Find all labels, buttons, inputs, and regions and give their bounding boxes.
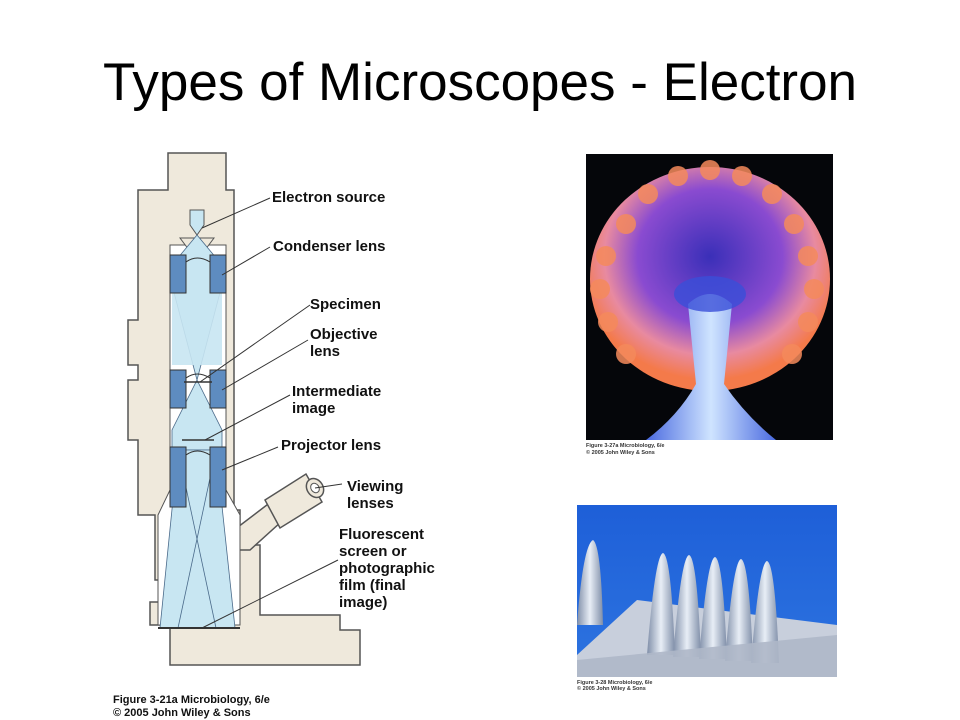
diagram-caption-line1: Figure 3-21a Microbiology, 6/e: [113, 694, 270, 706]
objective-lens-shape: [169, 369, 227, 409]
photo-bottom-caption-line1: Figure 3-28 Microbiology, 6/e: [577, 680, 653, 686]
label-intermediate-image: Intermediate image: [292, 383, 382, 417]
photo-bottom-caption-line2: © 2005 John Wiley & Sons: [577, 686, 646, 692]
sem-photo-fungus: [586, 154, 833, 440]
photo-top-caption-line1: Figure 3-27a Microbiology, 6/e: [586, 443, 665, 449]
label-condenser-lens: Condenser lens: [273, 238, 386, 255]
diagram-caption-line2: © 2005 John Wiley & Sons: [113, 707, 251, 719]
label-specimen: Specimen: [310, 296, 381, 313]
page-title: Types of Microscopes - Electron: [102, 53, 858, 112]
electron-microscope-diagram: [127, 152, 361, 666]
label-projector-lens: Projector lens: [281, 437, 382, 454]
label-viewing-lenses: Viewing lenses: [347, 478, 404, 512]
condenser-lens-shape: [169, 254, 227, 294]
projector-lens-shape: [169, 446, 227, 508]
sem-photo-wave-surface: [577, 505, 837, 677]
label-fluorescent-screen: Fluorescent screen or photographic film …: [339, 526, 435, 611]
photo-top-caption-line2: © 2005 John Wiley & Sons: [586, 450, 655, 456]
label-objective-lens: Objective lens: [310, 326, 378, 360]
electron-source-shape: [189, 209, 205, 236]
label-electron-source: Electron source: [272, 189, 386, 206]
